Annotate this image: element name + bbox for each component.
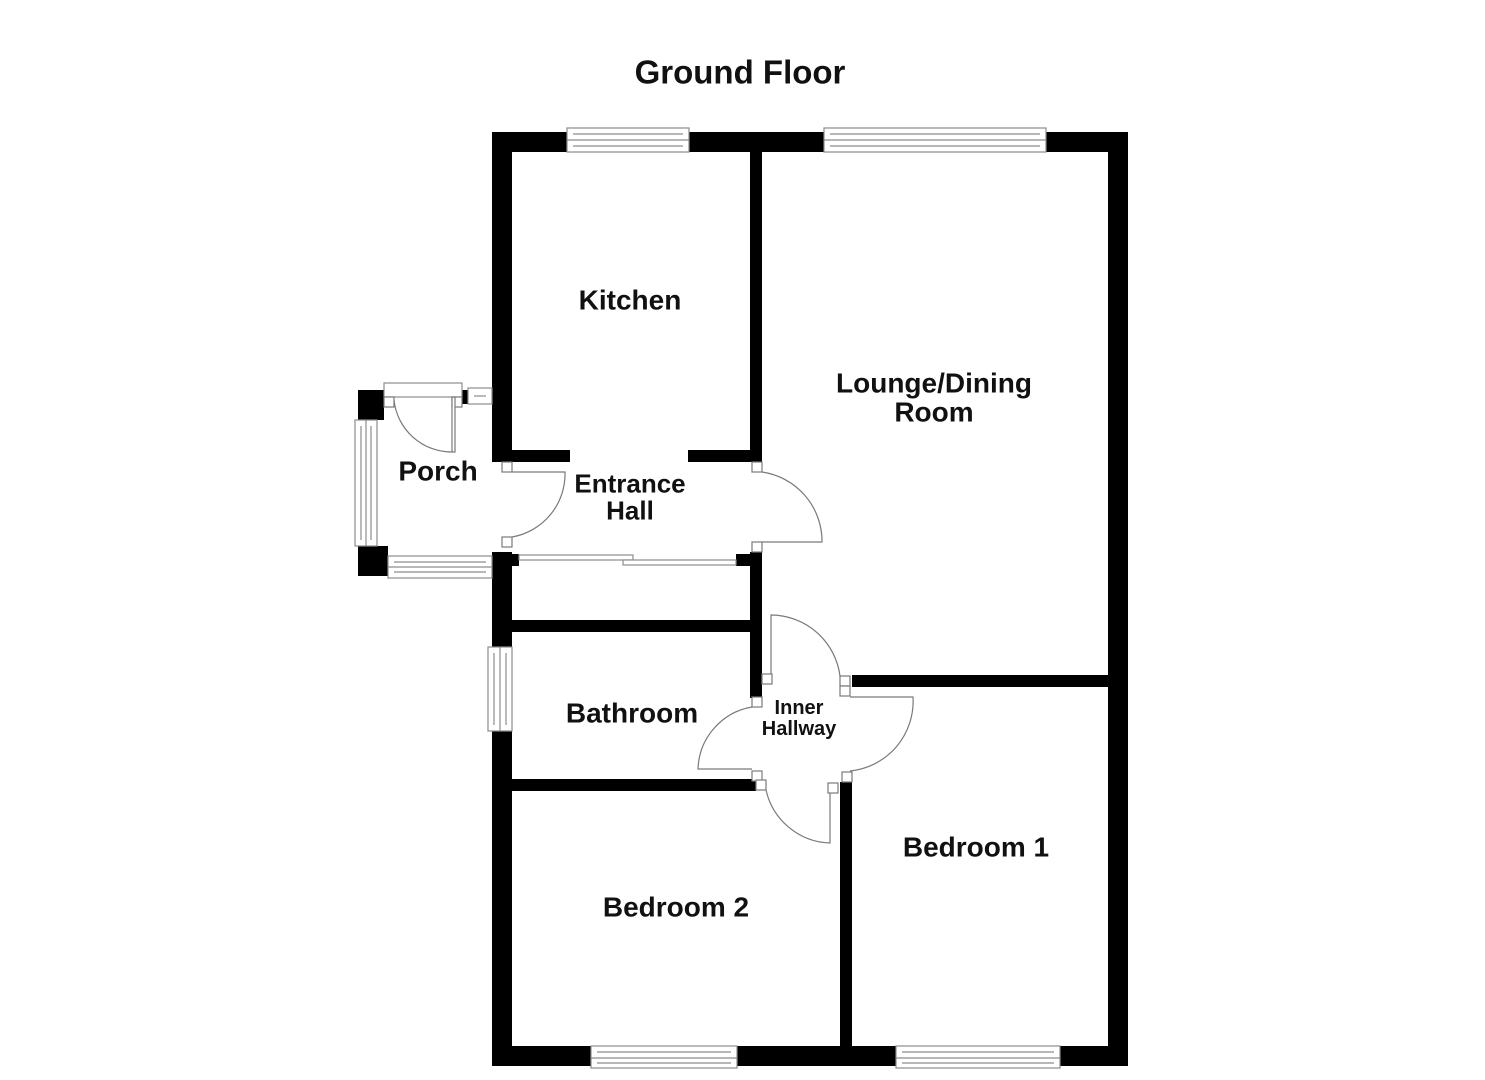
- room-label-bedroom-1: Bedroom 1: [902, 831, 1050, 863]
- sliding-door-icon: [518, 554, 737, 566]
- room-label-line: Entrance: [574, 468, 686, 499]
- room-label-entrance-hall: Entrance Hall: [574, 468, 686, 526]
- door-swing-icon: [761, 614, 851, 687]
- room-label-porch: Porch: [398, 455, 478, 487]
- window-icon: [383, 382, 493, 405]
- room-label-line: Hall: [606, 496, 654, 526]
- page-title: Ground Floor: [634, 53, 846, 91]
- door-swing-icon: [501, 461, 566, 548]
- window-icon: [566, 127, 690, 153]
- window-icon: [823, 127, 1047, 153]
- room-label-bathroom: Bathroom: [565, 697, 699, 729]
- exterior-walls: [492, 132, 1128, 1066]
- door-swing-icon: [751, 461, 823, 553]
- window-icon: [354, 419, 378, 547]
- room-label-line: Lounge/Dining: [836, 367, 1032, 399]
- room-label-line: Inner: [774, 697, 824, 719]
- window-icon: [590, 1045, 738, 1069]
- door-swing-icon: [383, 396, 463, 453]
- room-label-line: Hallway: [761, 718, 837, 740]
- porch-walls: [358, 390, 518, 576]
- door-swing-icon: [755, 779, 839, 844]
- room-label-inner-hallway: Inner Hallway: [762, 698, 836, 740]
- door-swing-icon: [839, 685, 914, 783]
- window-icon: [387, 555, 493, 579]
- window-icon: [895, 1045, 1061, 1069]
- room-label-kitchen: Kitchen: [578, 284, 682, 316]
- room-label-lounge-dining: Lounge/Dining Room: [836, 367, 1032, 428]
- interior-walls: [492, 132, 1128, 1066]
- door-swing-icon: [697, 696, 763, 782]
- room-label-line: Room: [894, 397, 974, 428]
- window-icon: [487, 646, 513, 732]
- room-label-bedroom-2: Bedroom 2: [602, 891, 750, 923]
